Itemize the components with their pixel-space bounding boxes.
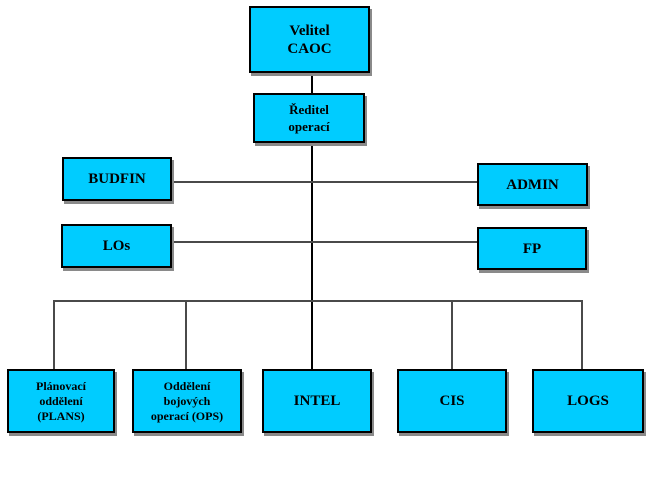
node-label-line: Velitel	[289, 22, 330, 39]
node-label-line: INTEL	[293, 393, 341, 409]
connector-drop-plans	[53, 300, 55, 369]
org-node-velitel-caoc: Velitel CAOC	[249, 6, 370, 73]
org-node-budfin: BUDFIN	[62, 157, 172, 201]
node-label-line: Oddělení	[163, 378, 211, 393]
node-label-line: CAOC	[287, 40, 332, 57]
org-node-plans: Plánovací oddělení (PLANS)	[7, 369, 115, 433]
node-label-line: oddělení	[39, 393, 83, 408]
connector-los-fp	[172, 241, 477, 243]
node-label-line: LOs	[102, 238, 131, 254]
connector-drop-cis	[451, 300, 453, 369]
node-label-line: (PLANS)	[37, 408, 85, 423]
org-node-ops: Oddělení bojových operací (OPS)	[132, 369, 242, 433]
node-label-line: CIS	[439, 393, 465, 409]
connector-drop-ops	[185, 300, 187, 369]
node-label-line: ADMIN	[506, 176, 559, 193]
node-label-line: Ředitel	[289, 102, 329, 117]
connector-spine	[311, 143, 313, 369]
connector-drop-logs	[581, 300, 583, 369]
node-label-line: LOGS	[567, 393, 609, 409]
org-node-admin: ADMIN	[477, 163, 588, 206]
node-label-line: operací (OPS)	[150, 408, 224, 423]
node-label-line: operací	[288, 119, 330, 134]
connector-budfin-admin	[172, 181, 477, 183]
org-node-intel: INTEL	[262, 369, 372, 433]
connector-distribution	[53, 300, 583, 302]
org-node-los: LOs	[61, 224, 172, 268]
node-label-line: BUDFIN	[88, 171, 146, 187]
org-node-cis: CIS	[397, 369, 507, 433]
node-label-line: bojových	[163, 393, 211, 408]
node-label-line: Plánovací	[36, 378, 86, 393]
org-node-reditel-operaci: Ředitel operací	[253, 93, 365, 143]
org-node-logs: LOGS	[532, 369, 644, 433]
connector-velitel-reditel	[311, 73, 313, 93]
node-label-line: FP	[522, 240, 542, 257]
org-node-fp: FP	[477, 227, 587, 270]
